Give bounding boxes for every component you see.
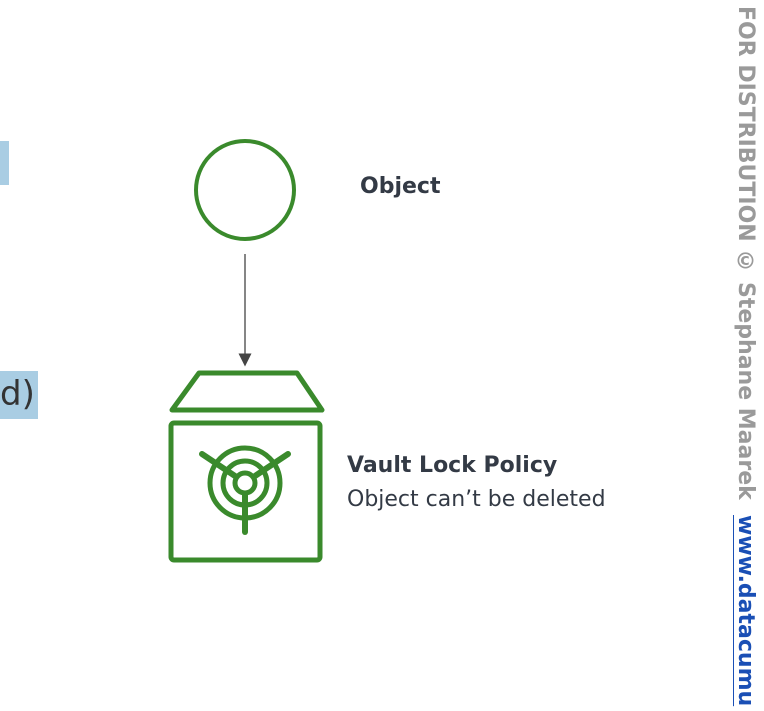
object-label: Object xyxy=(360,174,441,199)
copyright-watermark: FOR DISTRIBUTION © Stephane Maarek www.d… xyxy=(733,6,758,711)
highlight-block xyxy=(0,141,9,185)
watermark-link[interactable]: www.datacumu xyxy=(733,515,758,707)
vault-lock-icon xyxy=(168,370,325,563)
watermark-text: FOR DISTRIBUTION © Stephane Maarek xyxy=(733,6,758,500)
vault-lock-policy-title: Vault Lock Policy xyxy=(347,453,558,478)
vault-lock-policy-subtitle: Object can’t be deleted xyxy=(347,487,606,512)
left-text-fragment: d) xyxy=(0,371,38,419)
object-circle-icon xyxy=(194,139,296,241)
